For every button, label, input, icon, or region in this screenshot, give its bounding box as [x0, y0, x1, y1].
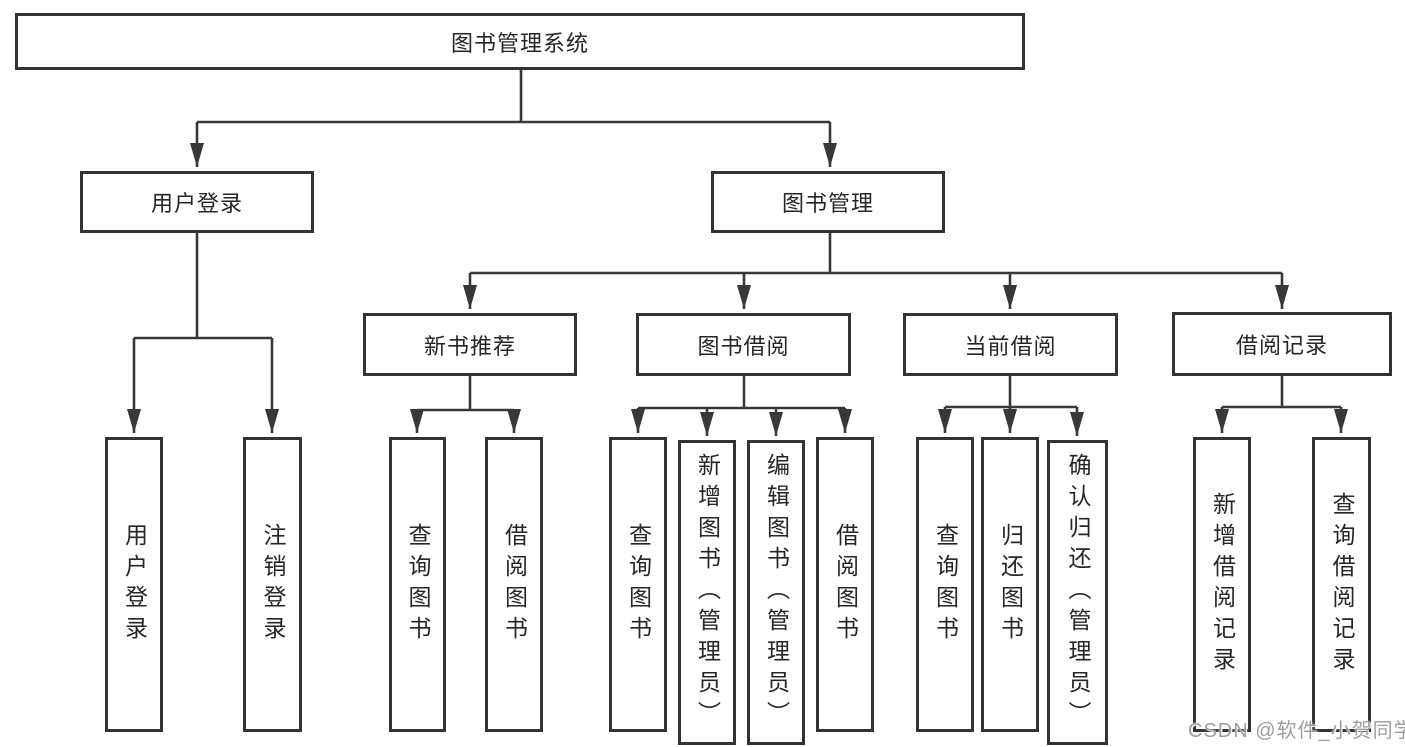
node-library-system: 图书管理系统 — [15, 13, 1025, 70]
leaf-add-books-admin: 新增图书（管理员） — [678, 440, 736, 745]
node-current-borrow: 当前借阅 — [903, 313, 1118, 376]
node-new-book-recommend: 新书推荐 — [363, 313, 577, 376]
node-book-borrow: 图书借阅 — [636, 313, 851, 376]
leaf-edit-books-admin: 编辑图书（管理员） — [747, 440, 805, 745]
node-borrow-records: 借阅记录 — [1172, 312, 1392, 376]
leaf-return-books: 归还图书 — [981, 437, 1039, 732]
leaf-borrow-books-recommend: 借阅图书 — [485, 437, 543, 732]
leaf-add-borrow-record: 新增借阅记录 — [1193, 437, 1251, 732]
leaf-query-books-borrow: 查询图书 — [609, 437, 667, 732]
leaf-user-login: 用户登录 — [105, 437, 163, 732]
watermark: CSDN @软件_小贺同学 — [1188, 720, 1405, 742]
leaf-query-borrow-record: 查询借阅记录 — [1312, 437, 1371, 732]
leaf-logout-login: 注销登录 — [243, 437, 302, 732]
leaf-query-books-current: 查询图书 — [916, 437, 974, 732]
node-user-login: 用户登录 — [80, 171, 314, 233]
node-book-management: 图书管理 — [711, 171, 945, 233]
leaf-borrow-books: 借阅图书 — [816, 437, 874, 732]
leaf-query-books-recommend: 查询图书 — [389, 437, 446, 732]
leaf-confirm-return-admin: 确认归还（管理员） — [1047, 440, 1108, 745]
